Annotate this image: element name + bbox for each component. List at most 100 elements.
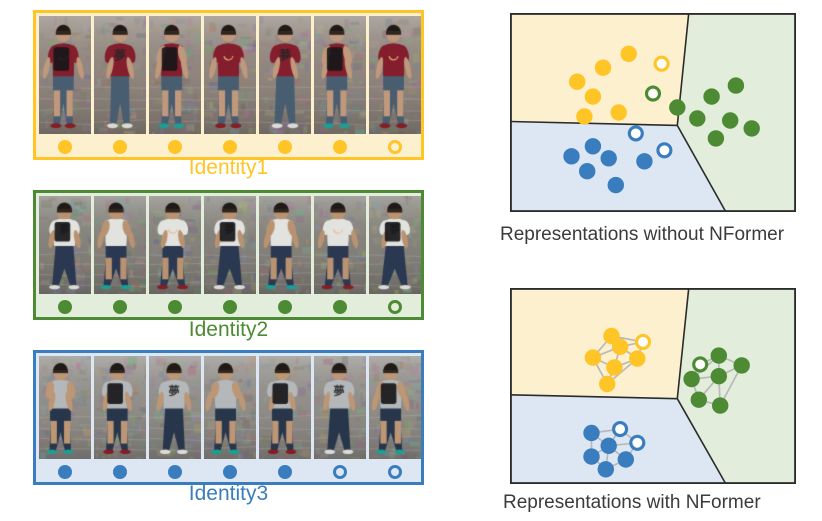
tracklet-frame[interactable]: [259, 196, 311, 294]
embedding-point-filled: [733, 357, 750, 374]
embedding-point-filled: [611, 338, 629, 355]
decision-boundary: [510, 288, 727, 484]
blue-region: [510, 394, 726, 484]
point-group-blue: [583, 421, 646, 478]
green-region: [677, 13, 796, 212]
embedding-point-filled: [722, 112, 739, 129]
embedding-point-filled: [583, 448, 600, 465]
tracklet-frame[interactable]: [369, 356, 421, 459]
tracklet-frame[interactable]: [259, 16, 311, 134]
marker-dot-hollow: [388, 140, 402, 154]
frame-strip: [39, 356, 421, 459]
embedding-point-filled: [600, 437, 617, 454]
point-group-yellow: [584, 327, 652, 393]
marker-dot-filled: [333, 140, 347, 154]
embedding-point-filled: [584, 138, 602, 155]
marker-dot-filled: [223, 140, 237, 154]
marker-dot-filled: [223, 465, 237, 479]
embedding-point-hollow: [644, 85, 662, 102]
marker-dot-filled: [58, 300, 72, 314]
point-group-blue: [563, 125, 673, 194]
embedding-point-filled: [576, 108, 593, 125]
embedding-point-filled: [569, 73, 586, 90]
embedding-point-filled: [583, 424, 600, 442]
tracklet-identity1: [33, 10, 424, 160]
embedding-point-filled: [599, 375, 616, 393]
tracklet-identity2: [33, 190, 424, 320]
marker-dot-filled: [168, 300, 182, 314]
frame-strip: [39, 16, 421, 134]
embedding-point-filled: [710, 347, 727, 364]
embedding-point-filled: [600, 150, 617, 167]
embedding-point-filled: [743, 120, 760, 137]
marker-dot-filled: [278, 140, 292, 154]
marker-dot-filled: [278, 465, 292, 479]
tracklet-frame[interactable]: [149, 16, 201, 134]
embedding-point-filled: [617, 451, 634, 468]
embedding-space-diagram: [510, 13, 796, 212]
identity-label-2: Identity2: [188, 318, 269, 341]
embedding-point-hollow: [656, 142, 673, 159]
marker-dot-hollow: [388, 300, 402, 314]
embedding-point-filled: [629, 350, 646, 367]
embedding-point-filled: [594, 59, 612, 76]
marker-dot-filled: [278, 300, 292, 314]
tracklet-frame[interactable]: [204, 356, 256, 459]
embedding-point-filled: [690, 391, 707, 408]
tracklet-frame[interactable]: [314, 356, 366, 459]
embedding-point-hollow: [692, 356, 709, 373]
tracklet-frame[interactable]: [39, 16, 91, 134]
embedding-point-filled: [669, 99, 686, 116]
marker-dot-hollow: [333, 465, 347, 479]
tracklet-frame[interactable]: [149, 356, 201, 459]
marker-row: [39, 134, 421, 160]
marker-row: [39, 459, 421, 485]
embedding-point-filled: [636, 153, 653, 170]
tracklet-frame[interactable]: [39, 196, 91, 294]
blue-region: [510, 121, 726, 212]
tracklet-frame[interactable]: [314, 16, 366, 134]
frame-strip: [39, 196, 421, 294]
tracklet-frame[interactable]: [94, 16, 146, 134]
yellow-region: [510, 288, 689, 399]
embedding-point-hollow: [612, 421, 629, 438]
panel-caption-with-nformer: Representations with NFormer: [503, 492, 761, 513]
embedding-space-diagram: [510, 288, 796, 484]
panel-without-nformer: [510, 13, 796, 212]
marker-dot-filled: [333, 300, 347, 314]
tracklet-frame[interactable]: [204, 16, 256, 134]
embedding-point-filled: [689, 110, 706, 127]
panel-caption-without-nformer: Representations without NFormer: [500, 224, 785, 245]
identity-label-1: Identity1: [188, 156, 269, 179]
embedding-point-hollow: [653, 55, 670, 72]
tracklet-frame[interactable]: [369, 196, 421, 294]
embedding-point-filled: [584, 349, 602, 366]
embedding-point-filled: [607, 176, 624, 194]
tracklet-frame[interactable]: [369, 16, 421, 134]
tracklet-frame[interactable]: [314, 196, 366, 294]
panel-border: [510, 288, 796, 484]
embedding-point-hollow: [634, 333, 652, 350]
embedding-point-filled: [620, 45, 637, 62]
embedding-point-filled: [606, 359, 623, 376]
tracklet-frame[interactable]: [149, 196, 201, 294]
tracklet-frame[interactable]: [259, 356, 311, 459]
embedding-point-filled: [683, 370, 700, 388]
tracklet-frame[interactable]: [39, 356, 91, 459]
point-group-yellow: [569, 45, 670, 125]
marker-dot-filled: [168, 465, 182, 479]
tracklet-frame[interactable]: [94, 196, 146, 294]
embedding-point-filled: [712, 397, 729, 414]
tracklet-frame[interactable]: [94, 356, 146, 459]
embedding-point-filled: [707, 130, 725, 147]
embedding-point-filled: [610, 104, 627, 121]
embedding-point-hollow: [629, 434, 646, 451]
marker-dot-filled: [223, 300, 237, 314]
embedding-point-filled: [727, 77, 745, 94]
marker-dot-filled: [113, 300, 127, 314]
marker-dot-filled: [168, 140, 182, 154]
point-group-green: [644, 77, 760, 147]
tracklet-frame[interactable]: [204, 196, 256, 294]
embedding-point-filled: [579, 163, 596, 180]
